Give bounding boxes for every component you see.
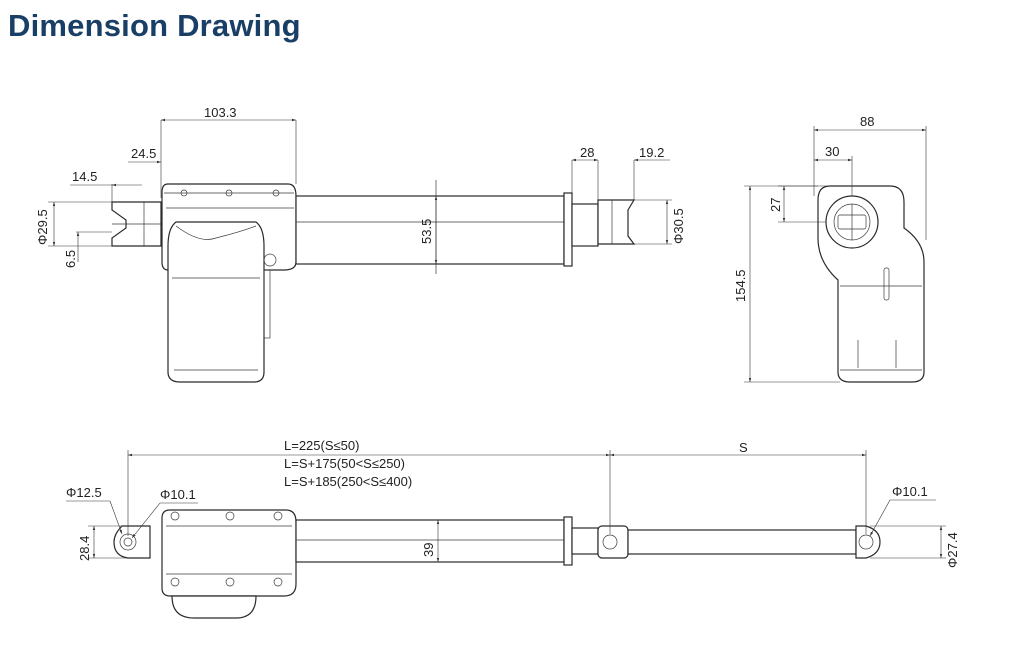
dim-housing-width: 39 — [421, 543, 436, 557]
inner-rod — [571, 203, 599, 247]
rear-clevis — [111, 201, 162, 247]
collar — [563, 192, 573, 267]
dim-rod-end-diameter: Φ30.5 — [671, 208, 686, 244]
rod-end — [597, 199, 636, 245]
dim-side-width: 88 — [860, 114, 874, 129]
dim-front-hole-diameter: Φ10.1 — [892, 484, 928, 499]
top-outer-tube — [295, 519, 565, 563]
side-view — [817, 185, 925, 383]
page-title: Dimension Drawing — [8, 8, 301, 43]
outer-tube — [295, 195, 565, 265]
top-front-clamp — [597, 525, 629, 559]
dim-clevis-diameter: Φ29.5 — [35, 209, 50, 245]
front-dimensions: 103.3 24.5 14.5 Φ29.5 6.5 53.5 28 19.2 Φ… — [35, 105, 686, 268]
dim-clevis-depth: 14.5 — [72, 169, 97, 184]
dim-rear-width: 28.4 — [77, 536, 92, 561]
dim-front-width: Φ27.4 — [945, 532, 960, 568]
dim-rear-hole-diameter: Φ10.1 — [160, 487, 196, 502]
top-inner-rod — [571, 527, 599, 555]
motor — [167, 221, 265, 383]
dim-side-height: 154.5 — [733, 269, 748, 302]
top-housing — [161, 509, 297, 597]
dim-rod-end-tip: 19.2 — [639, 145, 664, 160]
dim-overall-width: 103.3 — [204, 105, 237, 120]
top-extension-rod — [627, 529, 857, 555]
dim-side-hole-y: 27 — [768, 198, 783, 212]
length-rule-2: L=S+175(50<S≤250) — [284, 456, 405, 471]
top-dimensions: L=225(S≤50) L=S+175(50<S≤250) L=S+185(25… — [66, 438, 960, 568]
length-rule-1: L=225(S≤50) — [284, 438, 359, 453]
top-motor — [171, 595, 257, 619]
dim-clevis-offset: 24.5 — [131, 146, 156, 161]
top-collar — [563, 516, 573, 566]
dim-stroke: S — [739, 440, 748, 455]
top-view — [113, 509, 881, 619]
dim-rod-end-length: 28 — [580, 145, 594, 160]
front-eye — [855, 525, 881, 559]
front-view — [111, 180, 636, 383]
length-rule-3: L=S+185(250<S≤400) — [284, 474, 412, 489]
side-dimensions: 88 30 27 154.5 — [733, 114, 927, 383]
dim-side-hole-x: 30 — [825, 144, 839, 159]
dim-hole-offset: 6.5 — [63, 250, 78, 268]
dim-rear-outer-diameter: Φ12.5 — [66, 485, 102, 500]
dim-tube-height: 53.5 — [419, 219, 434, 244]
